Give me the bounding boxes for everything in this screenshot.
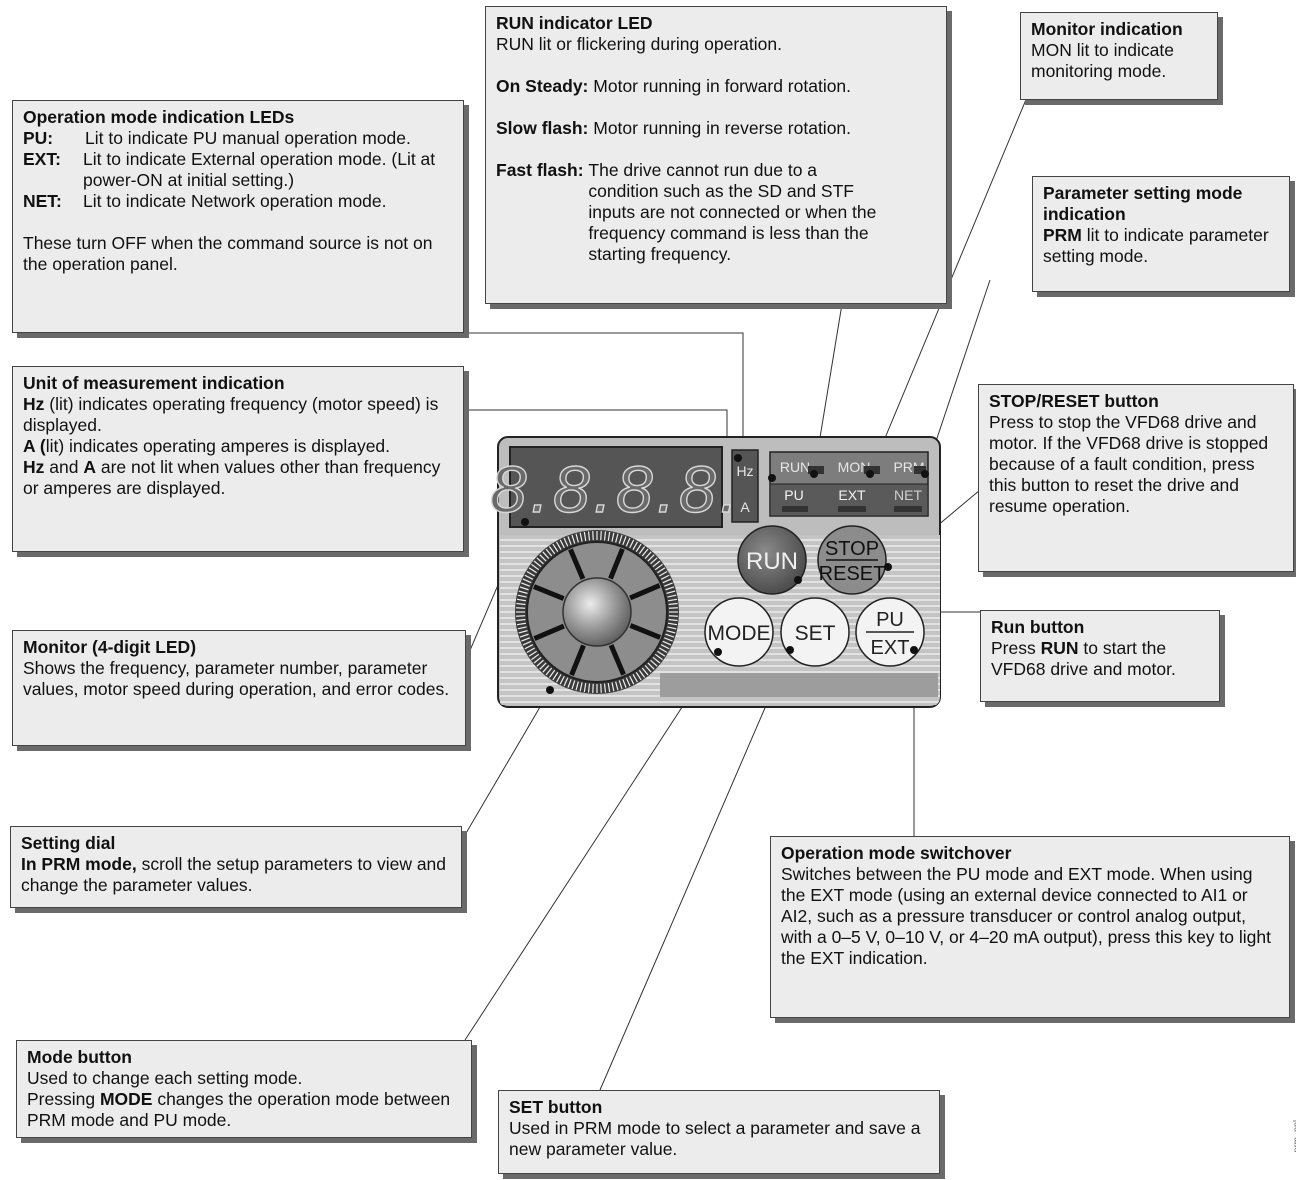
callout-monitor-4-digit-led: Monitor (4-digit LED) Shows the frequenc… — [12, 630, 466, 746]
status-net-label: NET — [894, 487, 922, 503]
stop-reset-desc: Press to stop the VFD68 drive and motor.… — [989, 412, 1269, 516]
status-net-led — [894, 506, 922, 512]
unit-a-label: A — [740, 499, 750, 515]
run-led-title: RUN indicator LED — [496, 13, 653, 33]
status-ext-led — [838, 506, 866, 512]
parameter-setting-bold: PRM — [1043, 225, 1082, 245]
run-led-desc: RUN lit or flickering during operation. — [496, 34, 782, 54]
callout-operation-mode-leds: Operation mode indication LEDs PU: Lit to… — [12, 100, 464, 333]
setting-dial-desc: scroll the setup parameters to view and … — [21, 854, 447, 895]
status-run-led — [808, 466, 824, 474]
operation-mode-leds-title: Operation mode indication LEDs — [23, 107, 295, 127]
unit-a-bold: A ( — [23, 436, 46, 456]
status-mon-led — [864, 466, 880, 474]
run-button-pre: Press — [991, 638, 1041, 658]
run-led-key-fast: Fast flash: — [496, 160, 584, 180]
mode-button-title: Mode button — [27, 1047, 132, 1067]
unit-indication-title: Unit of measurement indication — [23, 373, 285, 393]
leader-setting-dial — [461, 689, 551, 841]
led-display-digits: 8.8.8.8. — [490, 452, 742, 526]
op-led-text-pu: Lit to indicate PU manual operation mode… — [85, 128, 411, 148]
op-led-key-pu: PU: — [23, 128, 54, 148]
run-led-text-slow: Motor running in reverse rotation. — [593, 118, 852, 138]
setting-dial-bold: In PRM mode, — [21, 854, 137, 874]
unit-both-bold-1: Hz — [23, 457, 45, 477]
callout-parameter-setting-mode: Parameter setting mode indication PRM li… — [1032, 176, 1290, 292]
unit-box — [731, 449, 759, 523]
callout-operation-mode-switchover: Operation mode switchover Switches betwe… — [770, 836, 1290, 1018]
ext-key-label: EXT — [871, 637, 910, 659]
leader-monitor-indication — [869, 89, 1031, 475]
run-button-title: Run button — [991, 617, 1085, 637]
set-button-title: SET button — [509, 1097, 603, 1117]
unit-both-text: are not lit when values other than frequ… — [23, 457, 441, 498]
panel-footer-strip — [660, 673, 938, 697]
run-key[interactable]: RUN — [737, 525, 807, 595]
op-led-key-ext: EXT: — [23, 149, 61, 169]
leader-mode-button — [464, 651, 719, 1041]
led-display — [509, 446, 723, 528]
leader-dots — [521, 454, 929, 694]
stop-key-label: STOP — [825, 538, 879, 560]
operation-mode-leds-note: These turn OFF when the command source i… — [23, 233, 433, 274]
unit-hz-label: Hz — [736, 463, 753, 479]
status-pu-label: PU — [784, 487, 803, 503]
figure-id-label: prm_pnl — [1292, 1120, 1296, 1153]
mode-button-post: changes the operation mode between PRM m… — [27, 1089, 451, 1130]
unit-hz-text: (lit) indicates operating frequency (mot… — [23, 394, 439, 435]
stop-reset-key[interactable]: STOP RESET — [817, 525, 887, 595]
monitor-indication-desc: MON lit to indicate monitoring mode. — [1031, 40, 1174, 81]
op-led-key-net: NET: — [23, 191, 62, 211]
stop-reset-title: STOP/RESET button — [989, 391, 1159, 411]
mode-key[interactable]: MODE — [704, 597, 774, 667]
pu-key-label: PU — [876, 609, 904, 631]
set-key[interactable]: SET — [780, 597, 850, 667]
pu-ext-key[interactable]: PU EXT — [855, 597, 925, 667]
status-mon-label: MON — [838, 459, 871, 475]
callout-stop-reset-button: STOP/RESET button Press to stop the VFD6… — [978, 384, 1294, 572]
callout-run-button: Run button Press RUN to start the VFD68 … — [980, 610, 1220, 702]
run-led-key-slow: Slow flash: — [496, 118, 589, 138]
op-led-text-net: Lit to indicate Network operation mode. — [83, 191, 387, 211]
monitor-led-desc: Shows the frequency, parameter number, p… — [23, 658, 450, 699]
status-ext-label: EXT — [838, 487, 866, 503]
op-led-text-ext: Lit to indicate External operation mode.… — [83, 149, 436, 190]
run-key-label: RUN — [746, 548, 798, 575]
unit-hz-bold: Hz — [23, 394, 45, 414]
set-key-label: SET — [795, 622, 836, 645]
mode-button-desc: Used to change each setting mode. — [27, 1068, 303, 1088]
unit-both-bold-2: A — [83, 457, 96, 477]
run-button-bold: RUN — [1040, 638, 1079, 658]
monitor-indication-title: Monitor indication — [1031, 19, 1183, 39]
set-button-desc: Used in PRM mode to select a parameter a… — [509, 1118, 921, 1159]
mode-key-label: MODE — [708, 622, 771, 645]
status-run-label: RUN — [780, 459, 810, 475]
run-button-post: to start the VFD68 drive and motor. — [991, 638, 1176, 679]
setting-dial[interactable] — [515, 530, 679, 694]
status-pu-led — [782, 506, 808, 512]
run-led-text-steady: Motor running in forward rotation. — [593, 76, 852, 96]
unit-a-text: lit) indicates operating amperes is disp… — [45, 436, 391, 456]
mode-button-bold: MODE — [99, 1089, 153, 1109]
status-prm-led — [914, 466, 926, 474]
callout-unit-indication: Unit of measurement indication Hz (lit) … — [12, 366, 464, 552]
mode-switchover-desc: Switches between the PU mode and EXT mod… — [781, 864, 1271, 968]
callout-set-button: SET button Used in PRM mode to select a … — [498, 1090, 940, 1174]
callout-run-indicator-led: RUN indicator LED RUN lit or flickering … — [485, 6, 947, 304]
mode-button-pre: Pressing — [27, 1089, 100, 1109]
unit-both-mid: and — [44, 457, 84, 477]
run-led-key-steady: On Steady: — [496, 76, 589, 96]
parameter-setting-title: Parameter setting mode indication — [1043, 183, 1243, 224]
monitor-led-title: Monitor (4-digit LED) — [23, 637, 197, 657]
callout-setting-dial: Setting dial In PRM mode, scroll the set… — [10, 826, 462, 908]
run-led-text-fast: The drive cannot run due to a condition … — [588, 160, 877, 264]
reset-key-label: RESET — [819, 563, 886, 585]
leader-set-button — [599, 649, 791, 1091]
mode-switchover-title: Operation mode switchover — [781, 843, 1012, 863]
setting-dial-title: Setting dial — [21, 833, 116, 853]
callout-mode-button: Mode button Used to change each setting … — [16, 1040, 472, 1138]
callout-monitor-indication: Monitor indication MON lit to indicate m… — [1020, 12, 1218, 100]
parameter-setting-desc: lit to indicate parameter setting mode. — [1043, 225, 1269, 266]
